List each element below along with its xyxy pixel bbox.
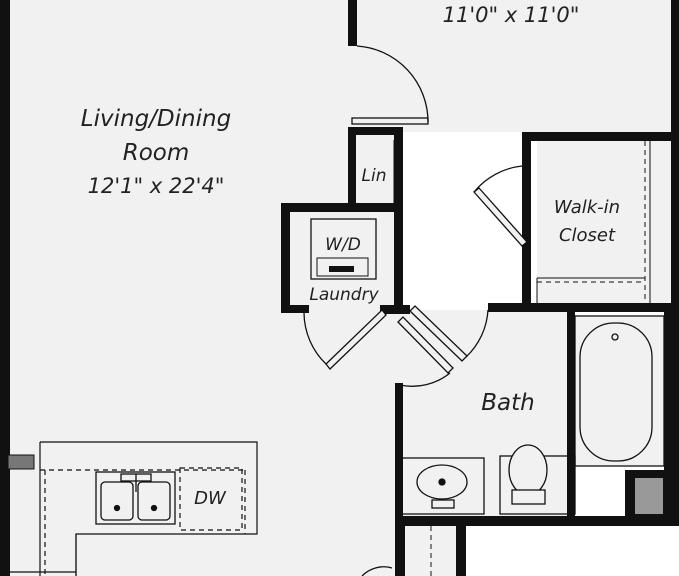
washer-dryer [310, 218, 377, 280]
vanity [401, 457, 485, 515]
toilet [499, 444, 576, 515]
dishwasher [179, 467, 243, 531]
closet-shelves [536, 141, 651, 303]
walk-in-closet-label-line2: Closet [559, 225, 616, 246]
wall-laundry-left [281, 203, 290, 313]
hall-door-swing-2 [465, 309, 489, 358]
wall-laundry-bottom [281, 305, 309, 313]
wall-left [0, 0, 10, 576]
kitchen-counter [10, 441, 258, 576]
wall-laundry-top [281, 203, 403, 212]
bedroom-door-leaf [351, 117, 429, 125]
hall-door-leaf-1 [397, 316, 454, 374]
wall-linen-top [348, 127, 403, 135]
wall-right-lower [664, 303, 679, 526]
living-dining-dimensions: 12'1" x 22'4" [88, 174, 225, 198]
laundry-label: Laundry [309, 285, 379, 305]
wall-closet-left [522, 132, 531, 250]
wall-bath-top [488, 303, 679, 312]
living-dining-label-line2: Room [123, 140, 190, 166]
window-left [7, 454, 35, 470]
bottom-door-swing [361, 566, 393, 576]
wall-closet-left-lower [522, 250, 531, 305]
floor-area [10, 0, 671, 576]
wall-laundry-bottom-right [380, 305, 410, 314]
wall-right [671, 0, 679, 320]
closet-door-swing [473, 165, 523, 193]
wall-closet-top [522, 132, 679, 141]
walk-in-closet-label-line1: Walk-in [554, 197, 620, 218]
washer-dryer-label: W/D [325, 235, 361, 255]
wall-bedroom-left [348, 0, 357, 46]
living-dining-label-line1: Living/Dining [81, 106, 231, 132]
wall-linen-left [348, 127, 356, 207]
wall-bottom-stub-2 [456, 526, 466, 576]
dishwasher-label: DW [194, 488, 227, 509]
kitchen-sink [95, 471, 176, 525]
wall-bath-left [395, 383, 403, 533]
laundry-door-leaf [325, 309, 387, 370]
window-bath [635, 478, 663, 514]
laundry-door-swing [303, 312, 327, 365]
wall-bottom-stub [395, 526, 405, 576]
bath-label: Bath [481, 390, 534, 416]
bathtub [574, 315, 665, 467]
linen-label: Lin [362, 166, 387, 186]
bedroom-door-swing [356, 45, 429, 123]
wall-tub-left [567, 303, 575, 516]
closet-door-leaf [473, 187, 528, 247]
bedroom-dimensions: 11'0" x 11'0" [443, 3, 580, 27]
wall-laundry-right [394, 135, 403, 310]
doors [303, 45, 528, 576]
hall-door-swing-1 [399, 372, 451, 387]
wall-bath-bottom [395, 516, 679, 526]
